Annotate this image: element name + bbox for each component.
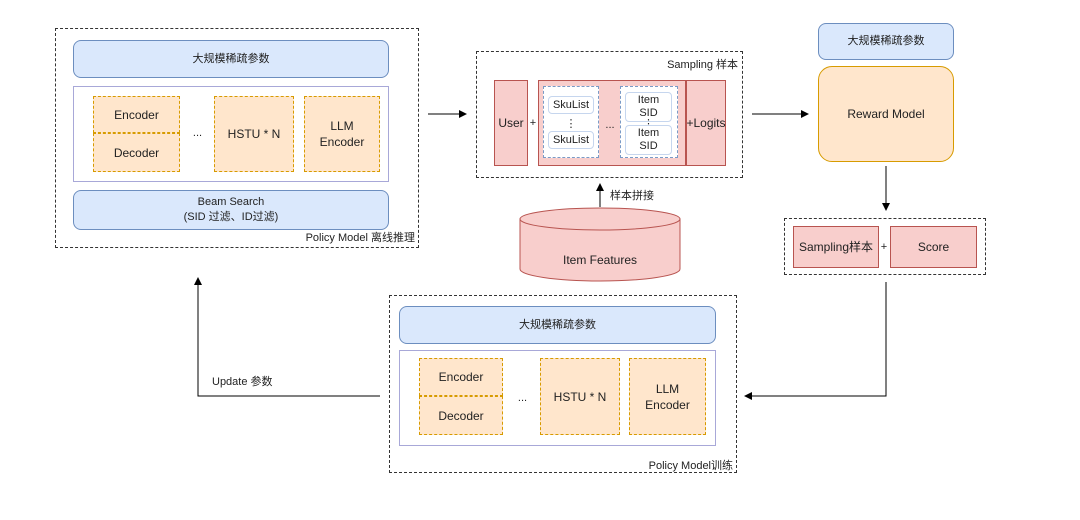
item-features-cylinder[interactable] xyxy=(519,207,681,285)
item-features-label: Item Features xyxy=(562,253,638,267)
inference-ellipsis: ... xyxy=(192,127,203,139)
sampling-label: Sampling 样本 xyxy=(667,59,738,71)
inference-decoder[interactable]: Decoder xyxy=(93,133,180,172)
score-group xyxy=(784,218,986,275)
score-plus: + xyxy=(880,241,888,253)
item-sid-1[interactable]: Item SID xyxy=(625,92,672,122)
sampling-group xyxy=(476,51,743,178)
score-block[interactable]: Score xyxy=(890,226,977,268)
training-hstu[interactable]: HSTU * N xyxy=(540,358,620,435)
skulist-2[interactable]: SkuList xyxy=(548,131,594,149)
logits-block[interactable]: +Logits xyxy=(686,80,726,166)
reward-sparse-params[interactable]: 大规模稀疏参数 xyxy=(818,23,954,60)
inference-encoder[interactable]: Encoder xyxy=(93,96,180,133)
training-encoder[interactable]: Encoder xyxy=(419,358,503,396)
training-sparse-params[interactable]: 大规模稀疏参数 xyxy=(399,306,716,344)
training-llm-encoder[interactable]: LLM Encoder xyxy=(629,358,706,435)
score-sampling-block[interactable]: Sampling样本 xyxy=(793,226,879,268)
reward-model[interactable]: Reward Model xyxy=(818,66,954,162)
training-decoder[interactable]: Decoder xyxy=(419,396,503,435)
concat-label: 样本拼接 xyxy=(610,190,654,202)
policy-training-label: Policy Model训练 xyxy=(648,460,733,472)
skulist-1[interactable]: SkuList xyxy=(548,96,594,114)
policy-inference-label: Policy Model 离线推理 xyxy=(305,232,415,244)
update-params-label: Update 参数 xyxy=(212,376,273,388)
inference-sparse-params[interactable]: 大规模稀疏参数 xyxy=(73,40,389,78)
policy-training-group xyxy=(389,295,737,473)
user-block[interactable]: User xyxy=(494,80,528,166)
policy-inference-group xyxy=(55,28,419,248)
item-sid-dots: ⋮ xyxy=(643,117,654,130)
training-ellipsis: ... xyxy=(517,392,528,404)
inference-llm-encoder[interactable]: LLM Encoder xyxy=(304,96,380,172)
skulist-dots: ⋮ xyxy=(565,117,577,130)
item-sid-2[interactable]: Item SID xyxy=(625,125,672,155)
arrow-training-to-inference xyxy=(194,277,380,397)
arrow-score-to-training xyxy=(744,282,887,400)
sequence-ellipsis: ... xyxy=(605,119,615,131)
inference-hstu[interactable]: HSTU * N xyxy=(214,96,294,172)
beam-search[interactable]: Beam Search (SID 过滤、ID过滤) xyxy=(73,190,389,230)
user-plus: + xyxy=(529,117,537,129)
